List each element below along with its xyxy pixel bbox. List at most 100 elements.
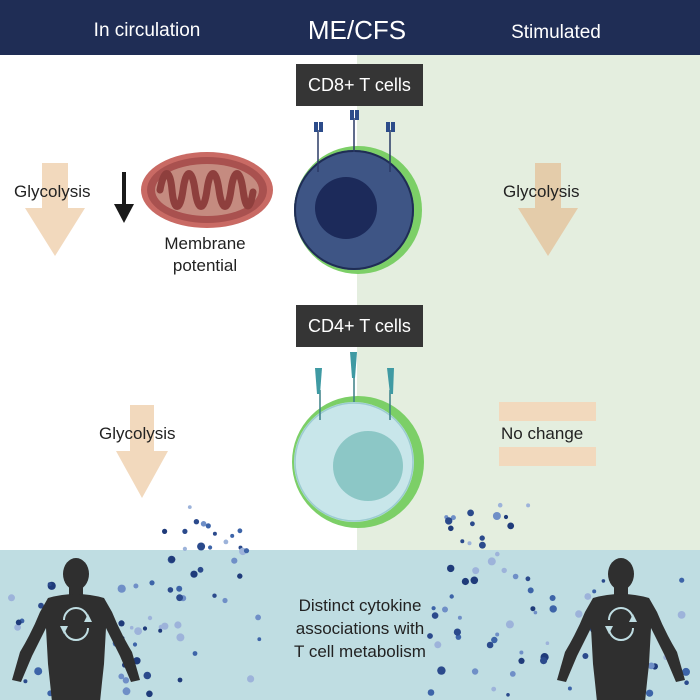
- cytokine-dot: [118, 620, 125, 627]
- cytokine-dot: [518, 657, 525, 665]
- cytokine-dot: [212, 593, 217, 598]
- cytokine-dot: [549, 605, 557, 613]
- cytokine-dot: [450, 515, 456, 521]
- cytokine-dot: [23, 679, 28, 684]
- cytokine-dot: [434, 641, 442, 649]
- cytokine-dot: [519, 650, 524, 655]
- cytokine-dot: [479, 535, 485, 541]
- cytokine-dot: [530, 606, 536, 612]
- cytokine-dot: [161, 622, 169, 630]
- cytokine-dot: [147, 615, 153, 621]
- cytokine-dot: [487, 557, 496, 566]
- cytokine-dot: [237, 573, 243, 579]
- cytokine-dot: [545, 641, 550, 645]
- cytokine-dot: [442, 606, 448, 613]
- cytokine-dot: [575, 610, 583, 618]
- cytokine-dot: [677, 611, 686, 619]
- cytokine-dot: [167, 587, 174, 593]
- equals-icon: [499, 402, 596, 421]
- cytokine-dot: [471, 668, 479, 675]
- cytokine-dot: [118, 673, 125, 680]
- cytokine-dot: [460, 539, 465, 544]
- cytokine-dot: [431, 612, 439, 619]
- cytokine-dot: [495, 551, 500, 557]
- cd8-t-cell: [294, 110, 422, 274]
- cytokine-dot: [533, 610, 538, 615]
- cytokine-dot: [122, 677, 130, 684]
- cytokine-dot: [8, 594, 15, 602]
- cytokine-dot: [684, 680, 689, 685]
- cytokine-dot: [467, 541, 472, 546]
- cytokine-dot: [679, 577, 685, 583]
- cytokine-dot: [437, 666, 446, 675]
- cytokine-dot: [255, 614, 261, 621]
- down-arrow-icon: [25, 163, 85, 256]
- cytokine-dot: [453, 628, 461, 636]
- membrane-line-2: potential: [172, 256, 238, 275]
- cytokine-dot: [190, 570, 198, 578]
- cytokine-dot: [162, 528, 168, 535]
- cytokine-dot: [646, 689, 654, 697]
- cytokine-dot: [447, 564, 455, 573]
- cd8-label: CD8+ T cells: [296, 64, 423, 106]
- cytokine-dot: [174, 621, 182, 629]
- cytokine-dot: [427, 633, 433, 639]
- equals-icon: [499, 447, 596, 466]
- cytokine-dot: [231, 557, 238, 564]
- cd8-glycolysis-circulation: Glycolysis: [14, 182, 91, 201]
- cytokine-dot: [470, 521, 475, 527]
- cytokine-dot: [492, 512, 501, 520]
- cytokine-dot: [540, 657, 548, 665]
- cytokine-dot: [134, 627, 143, 635]
- mitochondrion-icon: [141, 152, 273, 228]
- cytokine-dot: [176, 633, 185, 642]
- cytokine-dot: [497, 502, 503, 508]
- header-in-circulation: In circulation: [93, 20, 201, 41]
- cytokine-dot: [455, 634, 462, 640]
- cytokine-dot: [601, 579, 606, 583]
- cytokine-dot: [431, 606, 436, 611]
- cytokine-dot: [168, 556, 176, 563]
- cytokine-dot: [117, 584, 126, 593]
- cytokine-dot: [34, 667, 43, 676]
- cytokine-dot: [503, 514, 509, 520]
- cytokine-dot: [149, 580, 155, 586]
- down-arrow-icon: [518, 163, 578, 256]
- t-cell-receptor-icon: [386, 122, 395, 172]
- cytokine-dot: [205, 523, 211, 529]
- cytokine-dot: [527, 587, 534, 594]
- cytokine-dot: [509, 671, 516, 677]
- cytokine-dot: [176, 594, 184, 602]
- circular-arrows-icon: [60, 607, 92, 641]
- cytokine-dot: [647, 662, 655, 670]
- cd4-label: CD4+ T cells: [296, 305, 423, 347]
- cytokine-dot: [682, 667, 690, 676]
- cytokine-dot: [146, 690, 153, 698]
- cytokine-dot: [506, 693, 510, 697]
- t-cell-receptor-icon: [387, 368, 394, 420]
- cd4-t-cell: [292, 352, 424, 528]
- down-arrow-icon: [114, 172, 134, 223]
- cytokine-dot: [472, 567, 480, 575]
- cytokine-dot: [457, 615, 462, 620]
- cytokine-dot: [197, 566, 204, 573]
- cytokine-dot: [448, 525, 454, 532]
- cytokine-dot: [15, 619, 22, 626]
- cytokine-dot: [14, 624, 21, 631]
- cd8-glycolysis-stimulated: Glycolysis: [503, 182, 580, 201]
- header-stimulated: Stimulated: [511, 22, 601, 43]
- cytokine-dot: [133, 657, 141, 665]
- cytokine-dot: [491, 636, 498, 644]
- cytokine-dot: [584, 593, 592, 600]
- cytokine-dot: [592, 589, 597, 594]
- cytokine-dot: [230, 533, 235, 538]
- cytokine-dot: [486, 641, 494, 649]
- cytokine-dot: [449, 594, 454, 599]
- cd4-no-change: No change: [501, 424, 584, 443]
- cytokine-dot: [143, 671, 152, 680]
- cytokine-dot: [192, 651, 198, 656]
- cytokine-dot: [200, 521, 207, 527]
- cytokine-dot: [197, 542, 206, 551]
- cytokine-dot: [182, 546, 187, 552]
